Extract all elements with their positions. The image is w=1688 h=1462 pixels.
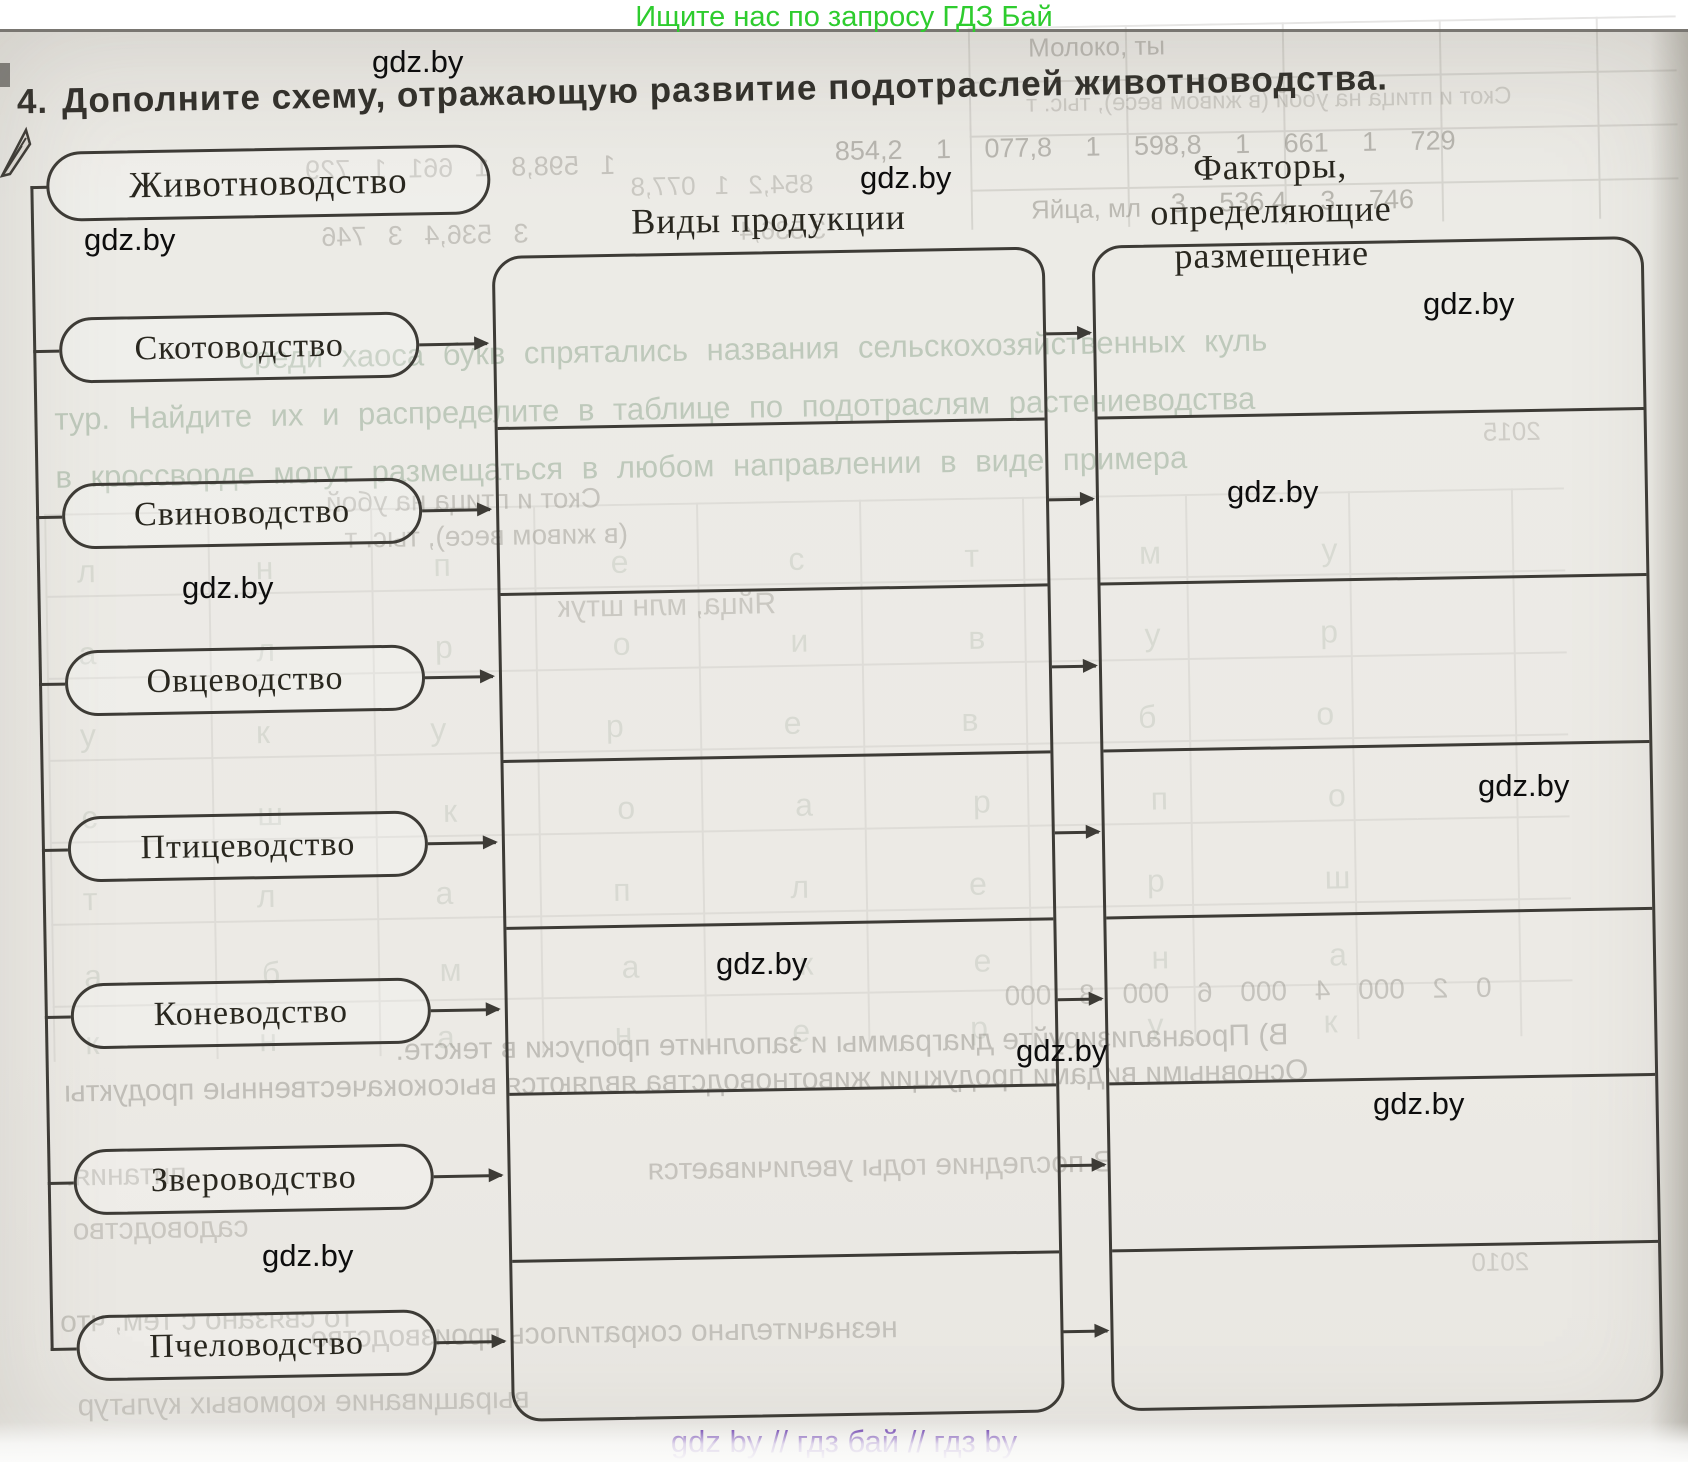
branch-label: Овцеводство (146, 659, 344, 701)
arrow-branch-to-products (433, 1173, 502, 1178)
arrow-branch-to-products (424, 674, 494, 679)
margin-pencil-icon (0, 126, 32, 178)
branch-box-1: Скотоводство (58, 311, 420, 384)
branch-label: Скотоводство (134, 326, 345, 368)
products-column-header: Виды продукции (630, 196, 907, 242)
gdz-watermark: gdz.by (84, 222, 176, 257)
factors-cell-divider (1112, 1239, 1659, 1252)
products-cell-divider (497, 417, 1045, 430)
factors-cell-divider (1103, 739, 1650, 752)
trunk-stub (50, 1346, 77, 1351)
gdz-watermark: gdz.by (372, 44, 464, 79)
arrow-products-to-factors (1063, 1328, 1108, 1333)
products-cell-divider (509, 1083, 1057, 1096)
trunk-stub (39, 682, 66, 686)
products-box[interactable] (491, 246, 1065, 1422)
arrow-branch-to-products (430, 1007, 499, 1012)
factors-cell-divider (1109, 1072, 1656, 1085)
gdz-watermark: gdz.by (1423, 286, 1515, 321)
branch-box-7: Пчеловодство (76, 1309, 438, 1382)
branch-box-5: Коневодство (70, 977, 432, 1050)
arrow-branch-to-products (419, 341, 488, 346)
trunk-stub (33, 349, 60, 353)
page-edge-shadow (1650, 32, 1688, 1462)
gdz-watermark: gdz.by (860, 160, 952, 195)
branch-label: Птицеводство (140, 825, 356, 867)
gdz-watermark: gdz.by (1373, 1086, 1465, 1121)
scanned-paper (0, 32, 1688, 1462)
arrow-branch-to-products (422, 507, 491, 512)
branch-label: Пчеловодство (149, 1324, 365, 1366)
arrow-products-to-factors (1057, 997, 1102, 1001)
scan-edge-line (0, 29, 1688, 32)
arrow-branch-to-products (436, 1339, 505, 1344)
arrow-branch-to-products (427, 840, 496, 845)
factors-box[interactable] (1091, 235, 1664, 1412)
products-cell-divider (512, 1250, 1060, 1263)
trunk-stub (30, 185, 49, 190)
branch-box-3: Овцеводство (64, 644, 426, 717)
arrow-products-to-factors (1054, 830, 1099, 834)
root-box-label: Животноводство (128, 160, 408, 206)
products-cell-divider (506, 917, 1054, 930)
arrow-products-to-factors (1051, 664, 1096, 668)
branch-box-6: Звероводство (73, 1143, 435, 1216)
gdz-watermark: gdz.by (182, 570, 274, 605)
factors-header-line1: Факторы, определяющие (1149, 145, 1393, 233)
branch-label: Звероводство (150, 1158, 357, 1200)
footer-band (0, 1422, 1688, 1462)
gdz-watermark: gdz.by (262, 1238, 354, 1273)
factors-cell-divider (1097, 406, 1644, 420)
trunk-stub (47, 1181, 74, 1185)
arrow-products-to-factors (1060, 1163, 1105, 1167)
branch-label: Свиноводство (133, 492, 351, 534)
trunk-stub (41, 848, 68, 852)
branch-box-2: Свиноводство (61, 477, 423, 550)
trunk-stub (36, 515, 63, 519)
task-title-text: Дополните схему, отражающую развитие под… (61, 58, 1389, 121)
task-number: 4. (16, 81, 49, 122)
products-cell-divider (500, 583, 1048, 596)
root-box-zhivotnovodstvo: Животноводство (45, 144, 491, 222)
trunk-line (30, 186, 54, 1351)
site-banner-top: Ищите нас по запросу ГДЗ Бай (635, 1, 1053, 33)
products-cell-divider (503, 750, 1051, 763)
arrow-products-to-factors (1046, 331, 1091, 335)
gdz-watermark: gdz.by (716, 946, 808, 981)
gdz-watermark: gdz.by (1478, 768, 1570, 803)
trunk-stub (44, 1015, 71, 1019)
scan-artifact (0, 63, 10, 87)
gdz-watermark: gdz.by (1227, 474, 1319, 509)
factors-cell-divider (1106, 906, 1653, 919)
task-title: 4. Дополните схему, отражающую развитие п… (17, 58, 1437, 123)
branch-label: Коневодство (153, 992, 349, 1034)
branch-box-4: Птицеводство (67, 810, 429, 883)
factors-cell-divider (1100, 572, 1647, 586)
gdz-watermark: gdz.by (1016, 1033, 1108, 1068)
arrow-products-to-factors (1048, 497, 1094, 501)
